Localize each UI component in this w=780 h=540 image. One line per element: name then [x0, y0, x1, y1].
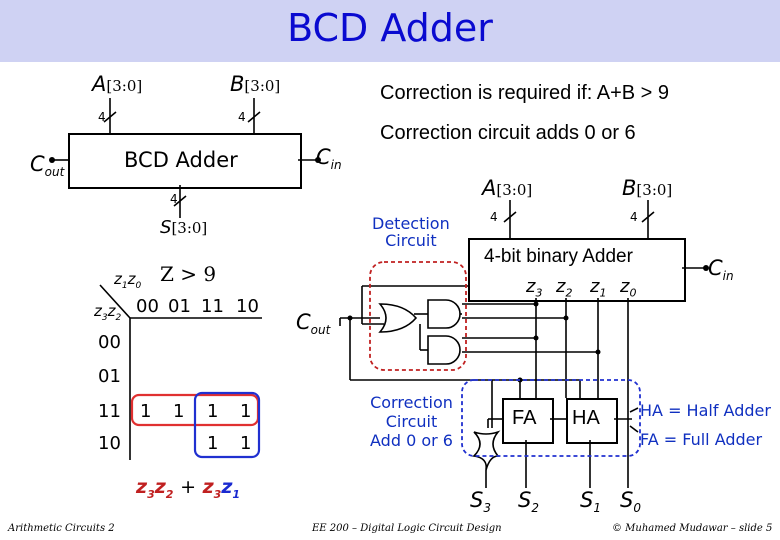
z0-label: z0	[620, 276, 637, 300]
kmap-cell-10-11: 1	[207, 433, 219, 454]
footer-center: EE 200 – Digital Logic Circuit Design	[312, 523, 502, 534]
circ-b-slash	[641, 211, 655, 223]
z3-label: z3	[526, 276, 543, 300]
legend-fa: FA = Full Adder	[640, 430, 763, 449]
kmap-title: Z > 9	[160, 262, 217, 286]
footer-right: © Muhamed Mudawar – slide 5	[612, 523, 773, 534]
top-bcd-adder-label: BCD Adder	[124, 148, 238, 172]
z2-label: z2	[556, 276, 573, 300]
top-s-label: S[3:0]	[160, 217, 208, 238]
footer-left: Arithmetic Circuits 2	[8, 523, 115, 534]
circ-cin-label: Cin	[708, 256, 734, 284]
slide-title: BCD Adder	[287, 6, 493, 50]
circ-a-slash	[503, 211, 517, 223]
top-bcd-adder-box	[68, 133, 302, 189]
and-gate-1	[427, 299, 461, 329]
top-cout-label: Cout	[30, 152, 65, 180]
circ-a-width: 4	[490, 210, 498, 224]
kmap-col-10: 10	[236, 296, 259, 317]
and-gate-2	[427, 335, 461, 365]
kmap-cell-11-10: 1	[240, 401, 252, 422]
circ-cout-label: Cout	[296, 310, 331, 338]
kmap-cell-11-01: 1	[173, 401, 185, 422]
binary-adder-box	[468, 238, 686, 302]
binary-adder-label: 4-bit binary Adder	[484, 246, 633, 267]
kmap-row-vars: z3z2	[94, 302, 122, 323]
kmap-col-11: 11	[201, 296, 224, 317]
circ-b-width: 4	[630, 210, 638, 224]
note-condition: Correction is required if: A+B > 9	[380, 82, 670, 104]
top-a-width: 4	[98, 110, 106, 124]
kmap-row-00: 00	[98, 332, 121, 353]
kmap-cell-10-10: 1	[240, 433, 252, 454]
kmap-row-10: 10	[98, 433, 121, 454]
or-gate-s3	[472, 430, 501, 471]
top-a-label: A[3:0]	[92, 72, 143, 96]
circ-a-label: A[3:0]	[482, 176, 533, 200]
kmap-col-01: 01	[168, 296, 191, 317]
kmap-col-00: 00	[136, 296, 159, 317]
kmap-cell-11-00: 1	[140, 401, 152, 422]
note-correction: Correction circuit adds 0 or 6	[380, 122, 636, 144]
fa-label: FA	[512, 407, 537, 429]
top-b-width: 4	[238, 110, 246, 124]
kmap-cell-11-11: 1	[207, 401, 219, 422]
or-gate-detect	[378, 303, 418, 333]
kmap-row-11: 11	[98, 401, 121, 422]
kmap-row-01: 01	[98, 366, 121, 387]
kmap-expression: z3z2 + z3z1	[136, 476, 241, 501]
top-cin-label: Cin	[316, 145, 342, 173]
s0-label: S0	[620, 488, 641, 516]
ha-label: HA	[572, 407, 600, 429]
top-b-label: B[3:0]	[230, 72, 281, 96]
top-s-width: 4	[170, 192, 178, 206]
legend-ha: HA = Half Adder	[640, 401, 771, 420]
detection-dashed-box	[369, 261, 467, 371]
s2-label: S2	[518, 488, 539, 516]
z1-label: z1	[590, 276, 607, 300]
s1-label: S1	[580, 488, 601, 516]
circ-b-label: B[3:0]	[622, 176, 673, 200]
top-b-slash	[247, 111, 261, 123]
top-a-slash	[103, 111, 117, 123]
kmap-col-vars: z1z0	[114, 270, 142, 291]
s3-label: S3	[470, 488, 491, 516]
title-bar	[0, 0, 780, 62]
